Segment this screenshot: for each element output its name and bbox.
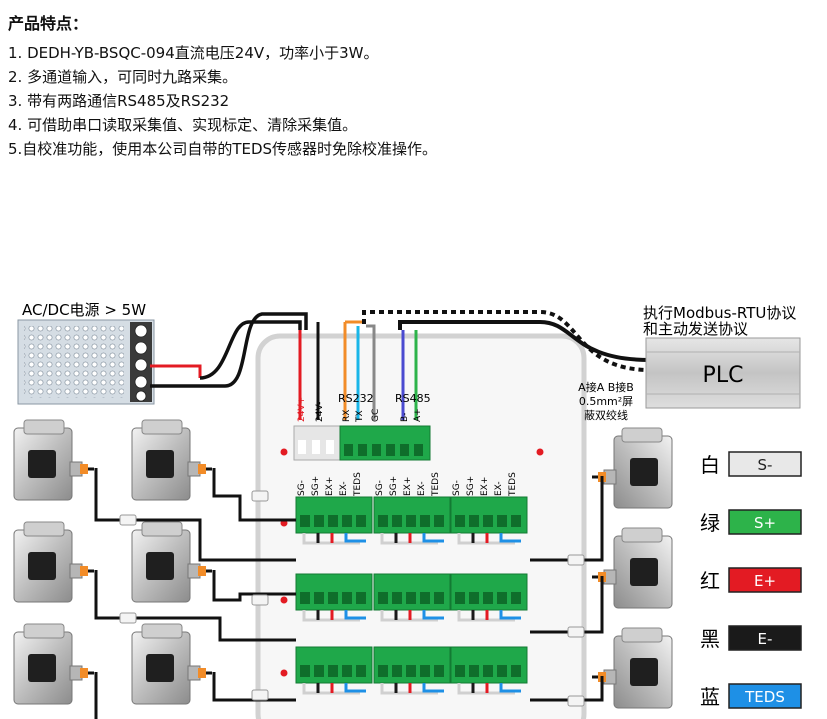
wire-rs232-gc <box>366 324 376 420</box>
legend-swatch-4 <box>728 625 802 651</box>
legend-label-3: 红 <box>700 569 720 593</box>
channel-label-1-ex: EX- <box>339 481 349 496</box>
load-cell-sensor-3 <box>13 521 94 603</box>
legend-label-4: 黑 <box>700 627 720 651</box>
sensors <box>13 419 673 719</box>
cable-sensor-3 <box>94 570 134 620</box>
power-supply-vents <box>24 326 124 398</box>
feature-item-2: 2. 多通道输入，可同时九路采集。 <box>8 68 238 86</box>
legend-label-2: 绿 <box>700 511 720 535</box>
cable-sleeve-7 <box>567 626 585 638</box>
channel-label-1-sg: SG- <box>297 480 307 496</box>
cable-sleeve-3 <box>119 612 137 624</box>
cable-sensor-4 <box>212 570 296 602</box>
cable-sleeve-4 <box>251 594 269 606</box>
cable-sensor-8 <box>530 576 604 634</box>
cable-sensor-3b <box>134 616 296 642</box>
cable-sensor-1 <box>94 468 134 522</box>
channel-label-3-ex: EX+ <box>480 477 490 496</box>
feature-item-5: 5.自校准功能，使用本公司自带的TEDS传感器时免除校准操作。 <box>8 140 438 158</box>
channel-label-2-teds: TEDS <box>431 472 441 497</box>
power-supply-label: AC/DC电源 > 5W <box>22 301 146 319</box>
channel-label-3-teds: TEDS <box>508 472 518 497</box>
load-cell-sensor-7 <box>592 427 673 509</box>
term-label-b: B- <box>400 413 410 422</box>
legend-label-1: 白 <box>700 453 720 477</box>
channel-label-1-ex: EX+ <box>325 477 335 496</box>
wire-color-legend: 白 S- 绿 S+ 红 E+ 黑 E- 蓝 TEDS <box>700 451 802 709</box>
rs232-title: RS232 <box>338 392 374 405</box>
supply-red-main <box>199 320 302 380</box>
legend-code-5: TEDS <box>744 688 785 706</box>
legend-swatch-3 <box>728 567 802 593</box>
term-label-tx: TX <box>355 410 365 423</box>
plc-protocol-line2: 和主动发送协议 <box>643 320 748 338</box>
term-label-24v-plus: 24V+ <box>297 397 307 422</box>
cable-sensor-7 <box>530 476 604 562</box>
term-label-rx: RX <box>342 410 352 422</box>
cable-sensor-1b <box>134 518 296 562</box>
supply-red-lead <box>150 364 202 378</box>
feature-item-1: 1. DEDH-YB-BSQC-094直流电压24V，功率小于3W。 <box>8 44 379 62</box>
legend-swatch-1 <box>728 451 802 477</box>
legend-label-5: 蓝 <box>700 685 720 709</box>
cable-sleeve-5 <box>251 689 269 701</box>
channel-label-3-sg: SG- <box>452 480 462 496</box>
legend-swatch-5 <box>728 683 802 709</box>
load-cell-sensor-8 <box>592 527 673 609</box>
cable-sleeve-6 <box>567 554 585 566</box>
feature-item-4: 4. 可借助串口读取采集值、实现标定、清除采集值。 <box>8 116 358 134</box>
load-cell-sensor-9 <box>592 627 673 709</box>
supply-black-lead <box>150 312 308 388</box>
channel-labels: SG- SG+ EX+ EX- TEDS SG- SG+ EX+ EX- TEDS SG- SG+ EX… <box>297 472 518 497</box>
load-cell-sensor-5 <box>13 623 94 705</box>
plc-unit <box>645 337 801 409</box>
channel-label-2-ex: EX- <box>417 481 427 496</box>
rs485-title: RS485 <box>395 392 431 405</box>
term-label-gc: GC <box>371 409 381 422</box>
cable-sensor-6 <box>212 672 296 702</box>
term-label-a: A+ <box>413 408 423 422</box>
cable-sensor-2 <box>212 468 296 522</box>
channel-label-3-sg: SG+ <box>466 476 476 496</box>
plc-protocol-line1: 执行Modbus-RTU协议 <box>643 304 796 322</box>
cable-spec-line2: 0.5mm²屏 <box>579 395 633 408</box>
cable-sleeve-2 <box>251 490 269 502</box>
legend-code-1: S- <box>758 456 773 474</box>
cable-sleeve-8 <box>567 695 585 707</box>
channel-label-2-sg: SG+ <box>389 476 399 496</box>
plc-label: PLC <box>703 363 744 388</box>
feature-item-3: 3. 带有两路通信RS485及RS232 <box>8 92 230 110</box>
channel-label-3-ex: EX- <box>494 481 504 496</box>
channel-label-1-teds: TEDS <box>353 472 363 497</box>
load-cell-sensor-2 <box>131 419 212 501</box>
legend-code-3: E+ <box>754 572 776 590</box>
channel-label-2-sg: SG- <box>375 480 385 496</box>
load-cell-sensor-4 <box>131 521 212 603</box>
cable-spec-line1: A接A B接B <box>578 381 634 394</box>
top-terminal-labels: 24V+ 24V- RX TX GC B- A+ <box>297 397 423 423</box>
legend-code-4: E- <box>758 630 773 648</box>
channel-label-1-sg: SG+ <box>311 476 321 496</box>
cable-spec-line3: 蔽双绞线 <box>584 408 628 422</box>
term-label-24v-minus: 24V- <box>315 402 325 422</box>
legend-code-2: S+ <box>754 514 776 532</box>
features-heading: 产品特点： <box>8 14 89 33</box>
cable-sleeve-1 <box>119 514 137 526</box>
channel-label-2-ex: EX+ <box>403 477 413 496</box>
load-cell-sensor-6 <box>131 623 212 705</box>
cable-sensor-9 <box>530 676 604 702</box>
rs485-cable-shield <box>362 310 651 372</box>
legend-swatch-2 <box>728 509 802 535</box>
channel-blocks <box>280 496 528 695</box>
load-cell-sensor-1 <box>13 419 94 501</box>
